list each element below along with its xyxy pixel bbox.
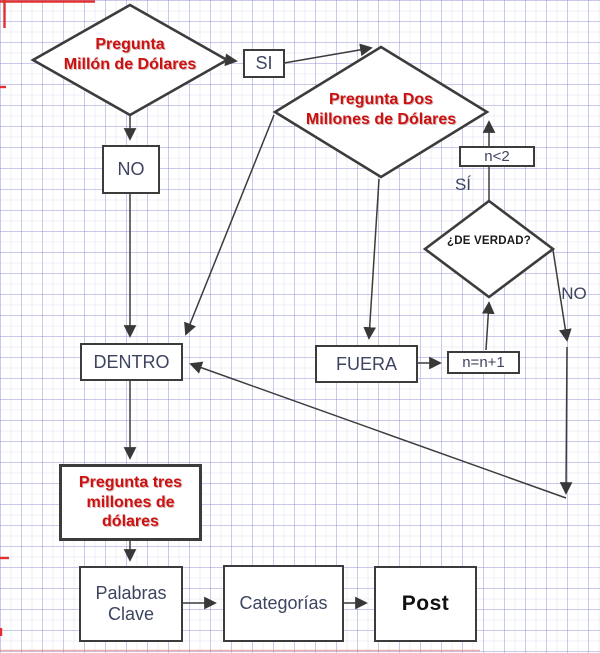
edge-dosmillones-to-dentro <box>184 114 275 336</box>
edge-no-path-to-dentro <box>189 361 567 499</box>
edge-label-si: SÍ <box>454 175 472 194</box>
node-dentro: DENTRO <box>80 343 183 381</box>
node-no: NO <box>102 145 160 194</box>
edge-dosmillones-to-fuera <box>363 178 380 340</box>
diamond-pregunta-millon <box>30 3 230 117</box>
diamond-de-verdad <box>422 199 556 299</box>
notebook-margin-marks <box>0 0 480 652</box>
edge-deverdad-no-segment1 <box>552 249 572 342</box>
pregunta-dos-millones-label: Pregunta Dos Millones de Dólares <box>305 91 457 128</box>
node-categorias: Categorías <box>223 565 344 642</box>
node-post: Post <box>374 566 477 642</box>
node-n-menor-2: n<2 <box>459 146 535 167</box>
edge-si-to-dosmillones <box>283 43 373 64</box>
node-palabras-clave: Palabras Clave <box>79 566 183 642</box>
de-verdad-label: ¿DE VERDAD? <box>447 235 531 247</box>
node-fuera: FUERA <box>315 345 418 383</box>
node-pregunta-tres: Pregunta tres millones de dólares <box>59 464 202 541</box>
pregunta-millon-label: Pregunta Millón de Dólares <box>63 36 197 73</box>
node-si: SI <box>243 49 285 78</box>
edge-label-no: NO <box>561 284 587 303</box>
edge-deverdad-no-segment2 <box>559 346 573 495</box>
edge-n1-to-deverdad <box>481 301 495 351</box>
diamond-pregunta-dos-millones <box>272 45 490 179</box>
node-n-incremento: n=n+1 <box>447 351 520 374</box>
